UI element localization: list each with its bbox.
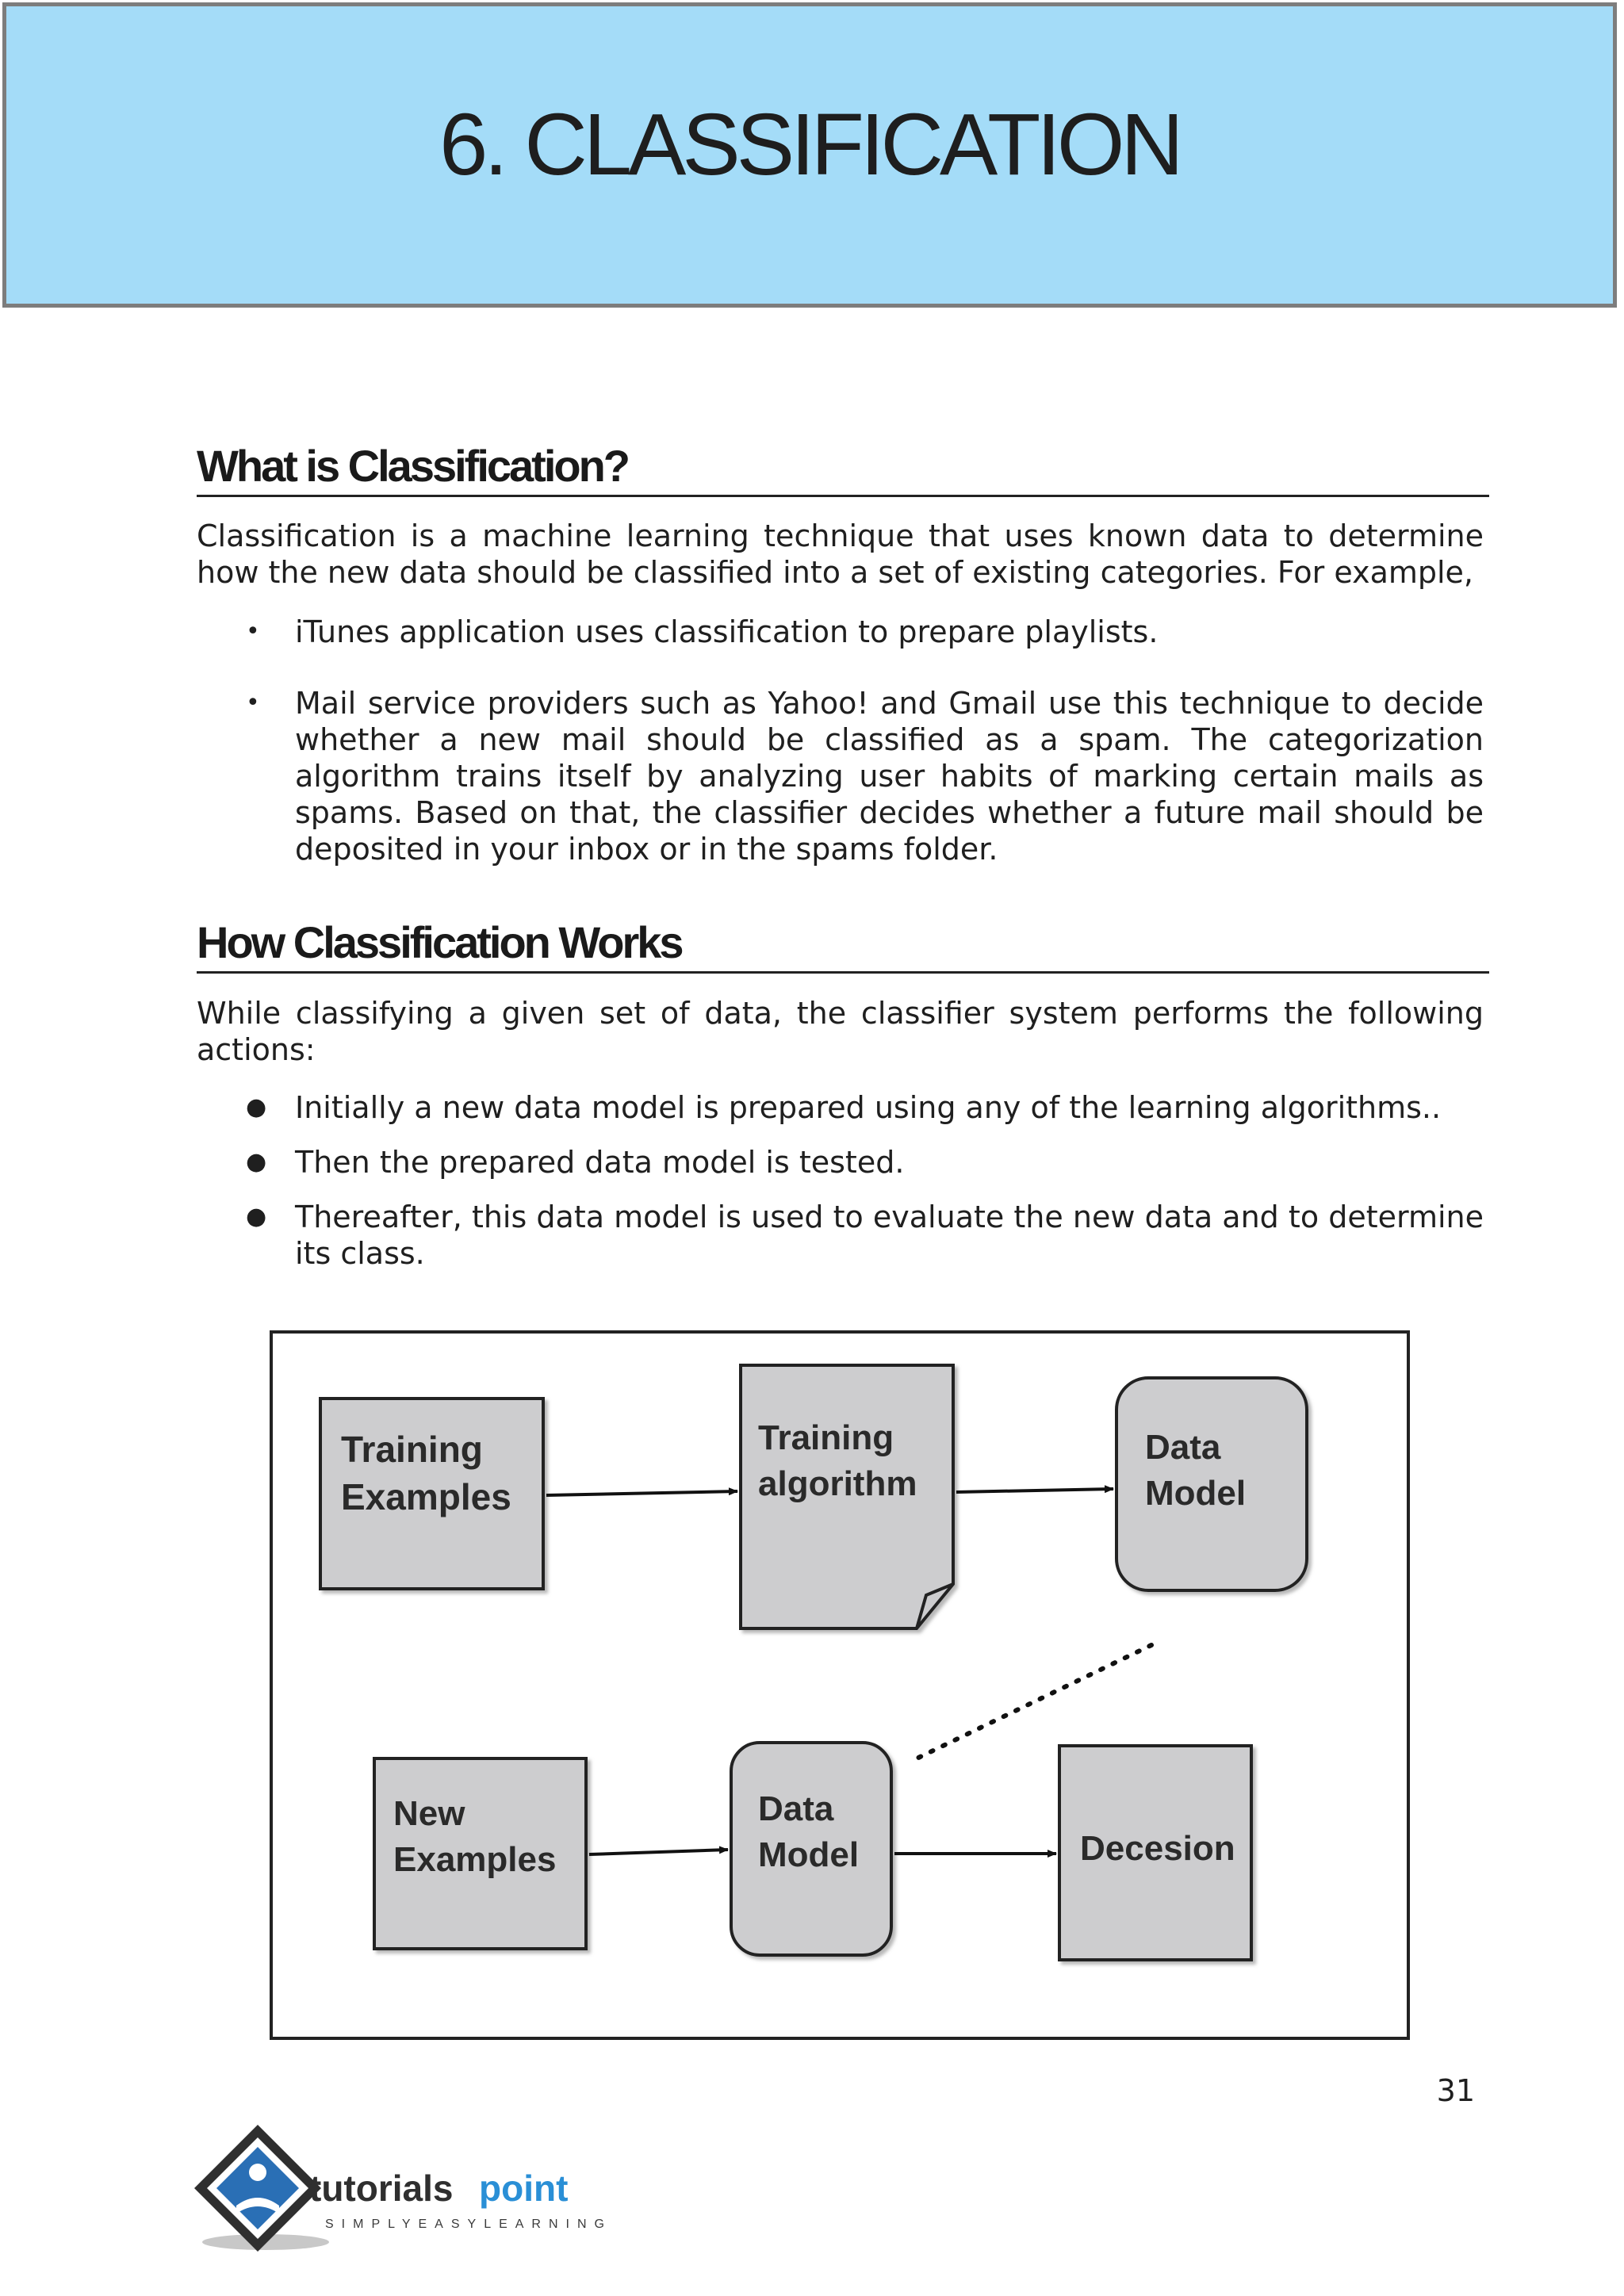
- section2-bullet-list: ● Initially a new data model is prepared…: [197, 1089, 1484, 1272]
- bullet-icon: ●: [246, 1093, 267, 1121]
- training-examples-line1: Training: [341, 1429, 483, 1470]
- bullet-icon: •: [246, 618, 260, 645]
- training-algorithm-box: Training algorithm: [739, 1364, 955, 1630]
- decision-label: Decesion: [1080, 1829, 1235, 1868]
- section1-bullet-list: • iTunes application uses classification…: [197, 614, 1484, 867]
- data-model-bottom-line2: Model: [758, 1835, 859, 1874]
- bullet-icon: ●: [246, 1203, 267, 1230]
- logo-text-main: tutorials: [309, 2168, 453, 2209]
- chapter-title: 6. CLASSIFICATION: [439, 96, 1184, 193]
- list-item: ● Initially a new data model is prepared…: [246, 1090, 1442, 1125]
- logo-text-accent: point: [479, 2168, 568, 2209]
- section-heading-how-classification-works: How Classification Works: [197, 920, 1489, 974]
- arrow-algorithm-to-data-model: [956, 1485, 1114, 1494]
- arrow-training-examples-to-algorithm: [546, 1487, 738, 1497]
- data-model-top-box: Data Model: [1115, 1376, 1308, 1592]
- dotted-link-data-model: [911, 1643, 1154, 1762]
- classification-flow-diagram: Training Examples Training algorithm Dat…: [270, 1330, 1410, 2040]
- page-number: 31: [1436, 2073, 1475, 2108]
- new-examples-box: New Examples: [373, 1757, 588, 1950]
- new-examples-line2: Examples: [393, 1840, 556, 1879]
- data-model-bottom-box: Data Model: [730, 1741, 893, 1957]
- tutorialspoint-logo: tutorials point SIMPLYEASYLEARNING: [190, 2117, 650, 2263]
- logo-tagline: SIMPLYEASYLEARNING: [325, 2218, 612, 2231]
- list-item: • Mail service providers such as Yahoo! …: [246, 686, 1484, 867]
- section2-intro: While classifying a given set of data, t…: [197, 996, 1484, 1067]
- training-examples-box: Training Examples: [319, 1397, 545, 1590]
- list-item: ● Then the prepared data model is tested…: [246, 1145, 905, 1180]
- data-model-bottom-line1: Data: [758, 1789, 834, 1828]
- new-examples-line1: New: [393, 1794, 465, 1833]
- section-heading-what-is-classification: What is Classification?: [197, 444, 1489, 497]
- training-algorithm-line1: Training: [758, 1418, 894, 1457]
- training-examples-line2: Examples: [341, 1476, 511, 1517]
- bullet-icon: •: [246, 689, 260, 717]
- logo-canvas: tutorials point SIMPLYEASYLEARNING: [194, 2125, 612, 2252]
- list-item: ● Thereafter, this data model is used to…: [246, 1200, 1484, 1271]
- arrow-new-examples-to-data-model: [588, 1846, 729, 1856]
- training-algorithm-line2: algorithm: [758, 1464, 917, 1503]
- data-model-top-line1: Data: [1145, 1428, 1221, 1467]
- bullet-icon: ●: [246, 1148, 267, 1176]
- diagram-canvas: Training Examples Training algorithm Dat…: [319, 1364, 1308, 1961]
- chapter-banner: 6. CLASSIFICATION: [2, 2, 1617, 308]
- section1-intro: Classification is a machine learning tec…: [197, 519, 1484, 590]
- decision-box: Decesion: [1058, 1744, 1253, 1961]
- list-item: • iTunes application uses classification…: [246, 614, 1159, 649]
- data-model-top-line2: Model: [1145, 1474, 1246, 1513]
